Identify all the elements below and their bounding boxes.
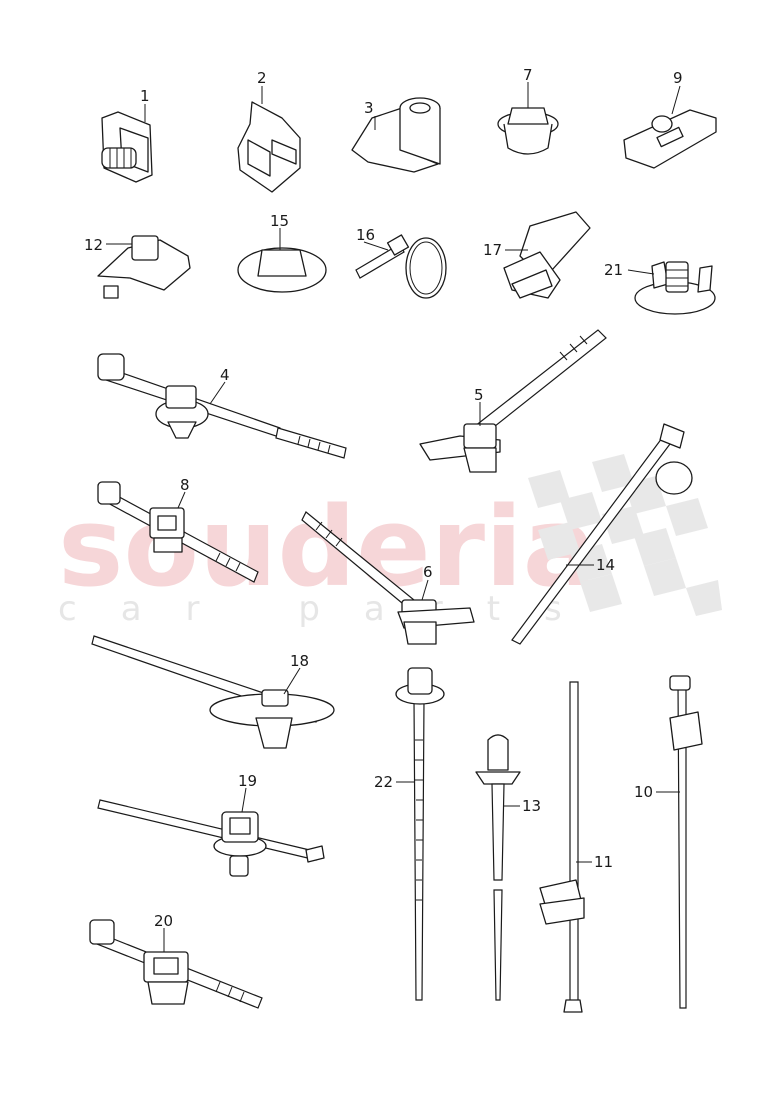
callout-12: 12 (84, 236, 103, 254)
callout-14: 14 (596, 556, 615, 574)
callout-4: 4 (220, 366, 230, 384)
callout-7: 7 (523, 66, 533, 84)
part-17-double-clip: 17 (483, 211, 591, 299)
callout-10: 10 (634, 783, 653, 801)
part-8-square-clip-tie: 8 (97, 476, 259, 583)
callout-8: 8 (180, 476, 190, 494)
part-14-long-tie-loop: 14 (511, 423, 693, 645)
part-11-tie-double-clip: 11 (539, 681, 613, 1013)
callout-5: 5 (474, 386, 484, 404)
callout-13: 13 (522, 797, 541, 815)
part-18-tie-pad: 18 (91, 635, 335, 749)
part-22-tie-push-mount: 22 (374, 667, 445, 1001)
part-19-tie-square-mount: 19 (97, 772, 325, 877)
part-20-tie-pad-mount: 20 (89, 912, 263, 1009)
part-3-holder: 3 (351, 97, 441, 173)
callout-15: 15 (270, 212, 289, 230)
callout-16: 16 (356, 226, 375, 244)
part-12-bracket-clip: 12 (84, 235, 191, 299)
callout-20: 20 (154, 912, 173, 930)
callout-3: 3 (364, 99, 374, 117)
part-4-tie-mount: 4 (97, 353, 347, 459)
part-15-base-pad: 15 (237, 212, 327, 293)
callout-18: 18 (290, 652, 309, 670)
callout-21: 21 (604, 261, 623, 279)
part-5-angled-tie: 5 (419, 329, 607, 473)
part-21-nut-base: 21 (604, 261, 716, 315)
callout-17: 17 (483, 241, 502, 259)
callout-11: 11 (594, 853, 613, 871)
callout-6: 6 (423, 563, 433, 581)
callout-22: 22 (374, 773, 393, 791)
part-1-threaded-clip: 1 (101, 87, 153, 183)
part-6-angled-tie: 6 (301, 511, 475, 645)
callout-19: 19 (238, 772, 257, 790)
part-2-edge-clip: 2 (237, 69, 301, 193)
watermark: souderia car parts (58, 454, 722, 629)
callout-9: 9 (673, 69, 683, 87)
part-13-push-in-tie: 13 (475, 734, 541, 1001)
checkered-flag-logo (528, 454, 722, 616)
part-16-loop-tie: 16 (355, 226, 447, 299)
callout-2: 2 (257, 69, 267, 87)
watermark-brand: souderia (58, 483, 597, 611)
callout-1: 1 (140, 87, 150, 105)
part-7-grommet: 7 (497, 66, 559, 155)
watermark-tagline: car parts (58, 589, 606, 629)
part-9-bolt-clip: 9 (623, 69, 717, 169)
part-10-tie-side-clip: 10 (634, 675, 703, 1009)
